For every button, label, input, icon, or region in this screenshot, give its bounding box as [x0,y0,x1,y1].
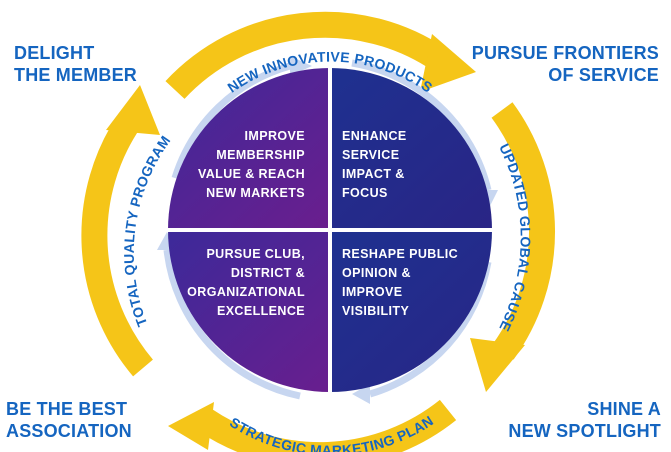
corner-line: DELIGHT [14,43,95,63]
corner-label-shine-a-new-spotlight: SHINE A NEW SPOTLIGHT [508,398,661,442]
quadrant-line: DISTRICT & [231,266,305,280]
quadrant-line: IMPROVE [342,285,402,299]
outer-arrowheads [106,34,525,450]
quadrant-line: VISIBILITY [342,304,409,318]
corner-line: OF SERVICE [548,65,659,85]
arrow-bottom [197,399,457,452]
corner-label-delight-the-member: DELIGHT THE MEMBER [14,42,137,86]
quadrant-text-bottom-left: PURSUE CLUB, DISTRICT & ORGANIZATIONAL E… [187,247,305,318]
corner-line: THE MEMBER [14,65,137,85]
quadrant-line: NEW MARKETS [206,186,305,200]
corner-line: SHINE A [587,399,661,419]
corner-label-be-the-best: BE THE BEST ASSOCIATION [6,398,132,442]
quadrant-line: SERVICE [342,148,399,162]
arrow-right [491,102,556,360]
corner-label-pursue-frontiers: PURSUE FRONTIERS OF SERVICE [472,42,659,86]
corner-line: ASSOCIATION [6,421,132,441]
arrow-left [81,112,153,377]
quadrant-text-bottom-right: RESHAPE PUBLIC OPINION & IMPROVE VISIBIL… [342,247,458,318]
quadrant-line: MEMBERSHIP [216,148,305,162]
quadrant-line: EXCELLENCE [217,304,305,318]
arrow-top [165,11,448,99]
quadrant-line: RESHAPE PUBLIC [342,247,458,261]
corner-line: PURSUE FRONTIERS [471,43,659,63]
arrowhead-bottom [168,402,214,450]
arrowhead-top [420,34,476,92]
quadrant-line: OPINION & [342,266,411,280]
corner-line: NEW SPOTLIGHT [508,421,661,441]
quadrant-line: FOCUS [342,186,388,200]
arc-text-left: TOTAL QUALITY PROGRAM [121,133,174,329]
quadrant-line: IMPACT & [342,167,405,181]
quadrant-line: IMPROVE [245,129,305,143]
quadrant-line: ENHANCE [342,129,407,143]
center-circle [168,68,492,392]
quadrant-line: VALUE & REACH [198,167,305,181]
quadrant-text-top-left: IMPROVE MEMBERSHIP VALUE & REACH NEW MAR… [198,129,305,200]
quadrant-line: PURSUE CLUB, [206,247,305,261]
quadrant-text-top-right: ENHANCE SERVICE IMPACT & FOCUS [342,129,407,200]
arrowhead-right [470,338,525,392]
outer-arrow-ring [81,11,556,452]
quadrant-line: ORGANIZATIONAL [187,285,305,299]
arrowhead-left [106,85,160,135]
arc-label-left: TOTAL QUALITY PROGRAM [121,133,174,329]
corner-line: BE THE BEST [6,399,128,419]
